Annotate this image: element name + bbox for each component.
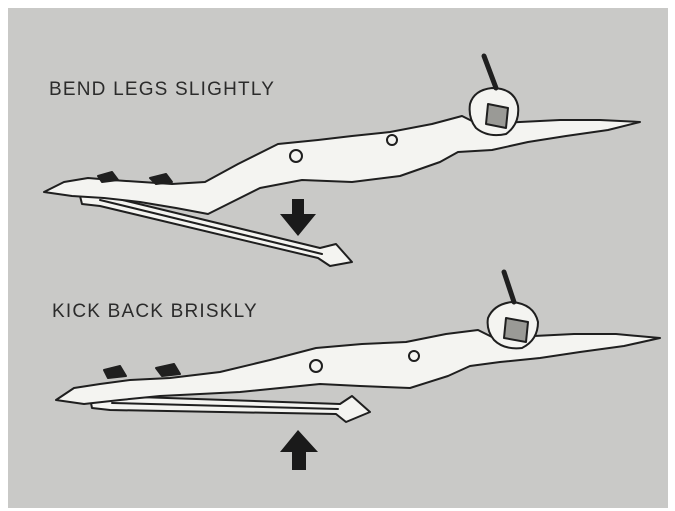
suit-knot-chest-kick (409, 351, 419, 361)
step-2-caption: KICK BACK BRISKLY (52, 301, 258, 323)
suit-knot-hip-bent (290, 150, 302, 162)
dive-mask-bent (486, 104, 508, 128)
step-1-caption: BEND LEGS SLIGHTLY (49, 79, 275, 101)
suit-knot-chest-bent (387, 135, 397, 145)
suit-knot-hip-kick (310, 360, 322, 372)
dive-mask-kick (504, 318, 528, 342)
